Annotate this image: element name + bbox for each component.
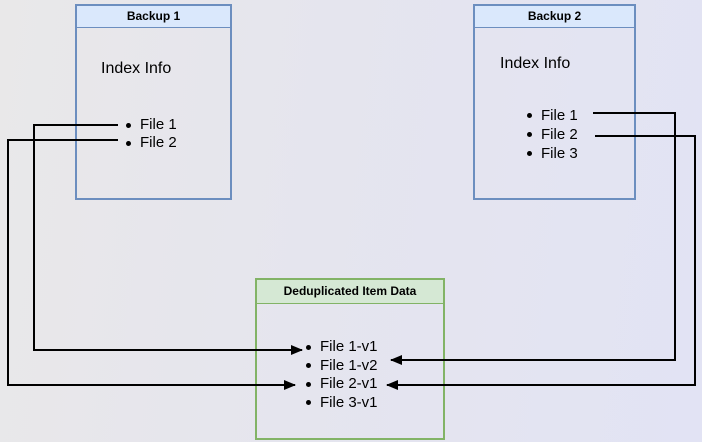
dedup-box: Deduplicated Item Data File 1-v1 File 1-… xyxy=(255,278,445,440)
bullet-icon xyxy=(527,132,532,137)
list-item: File 2-v1 xyxy=(305,375,378,394)
list-item-label: File 1 xyxy=(541,107,578,124)
list-item-label: File 1 xyxy=(140,116,177,133)
bullet-icon xyxy=(306,381,311,387)
dedup-header: Deduplicated Item Data xyxy=(257,280,443,304)
backup1-header: Backup 1 xyxy=(77,6,230,28)
bullet-icon xyxy=(126,122,131,128)
list-item: File 3 xyxy=(526,144,578,163)
dedup-title: Deduplicated Item Data xyxy=(283,284,417,298)
list-item-label: File 3 xyxy=(541,145,578,162)
bullet-icon xyxy=(527,151,532,156)
list-item: File 2 xyxy=(526,125,578,144)
bullet-icon xyxy=(306,400,311,406)
list-item: File 1 xyxy=(526,106,578,125)
list-item-label: File 2-v1 xyxy=(320,375,378,392)
backup1-index-info-label: Index Info xyxy=(101,60,172,77)
list-item-label: File 1-v1 xyxy=(320,338,378,355)
backup2-title: Backup 2 xyxy=(527,9,582,23)
backup2-header: Backup 2 xyxy=(475,6,634,28)
list-item-label: File 2 xyxy=(541,126,578,143)
backup1-file-list: File 1 File 2 xyxy=(125,116,177,152)
list-item-label: File 3-v1 xyxy=(320,393,378,411)
backup1-box: Backup 1 Index Info File 1 File 2 xyxy=(75,4,232,200)
list-item: File 1-v1 xyxy=(305,338,378,357)
bullet-icon xyxy=(306,344,311,350)
list-item: File 1 xyxy=(125,116,177,134)
list-item: File 3-v1 xyxy=(305,394,378,413)
backup2-index-info-label: Index Info xyxy=(500,55,571,72)
bullet-icon xyxy=(527,113,532,118)
bullet-icon xyxy=(306,363,311,369)
backup1-title: Backup 1 xyxy=(126,9,181,23)
list-item: File 1-v2 xyxy=(305,357,378,376)
list-item-label: File 1-v2 xyxy=(320,356,378,374)
backup2-box: Backup 2 Index Info File 1 File 2 File 3 xyxy=(473,4,636,200)
bullet-icon xyxy=(126,140,131,146)
list-item: File 2 xyxy=(125,134,177,152)
list-item-label: File 2 xyxy=(140,134,177,151)
dedup-file-list: File 1-v1 File 1-v2 File 2-v1 File 3-v1 xyxy=(305,338,378,412)
backup2-file-list: File 1 File 2 File 3 xyxy=(526,106,578,163)
